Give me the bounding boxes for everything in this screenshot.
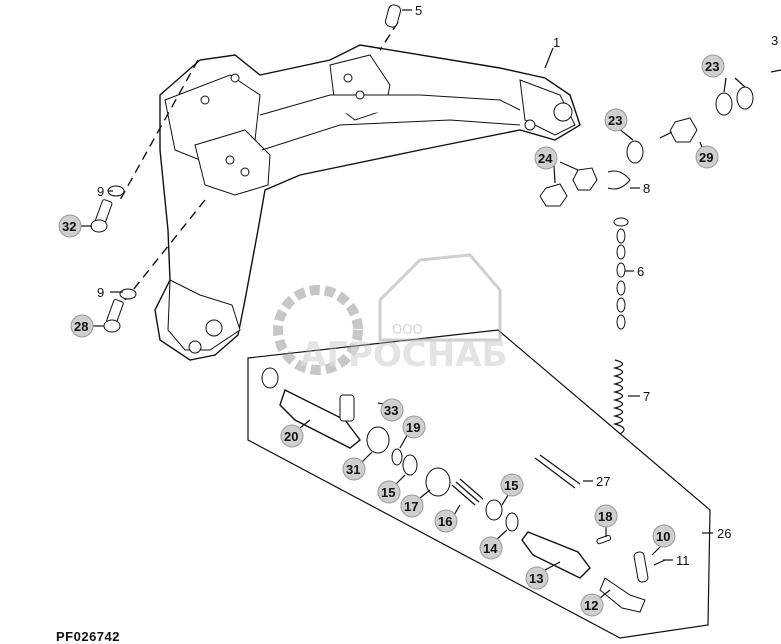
callout-19: 19 bbox=[406, 420, 420, 435]
badge-31 bbox=[342, 457, 366, 481]
badge-17 bbox=[400, 494, 424, 518]
cylinder-parts bbox=[261, 367, 666, 613]
callout-9a: 9 bbox=[97, 184, 104, 199]
chain-part-6 bbox=[613, 217, 629, 330]
callout-5: 5 bbox=[415, 3, 422, 18]
callout-10: 10 bbox=[656, 529, 670, 544]
badge-23b bbox=[604, 108, 628, 132]
watermark-prefix: ООО bbox=[392, 323, 423, 338]
badge-32 bbox=[58, 214, 82, 238]
badge-10 bbox=[652, 524, 676, 548]
badge-24 bbox=[534, 146, 558, 170]
badge-15b bbox=[500, 473, 524, 497]
callout-9b: 9 bbox=[97, 285, 104, 300]
callout-20: 20 bbox=[284, 429, 298, 444]
callouts: 1 3 5 6 7 8 9 9 11 26 27 32 28 23 23 24 … bbox=[58, 3, 778, 617]
callout-3: 3 bbox=[771, 33, 778, 48]
callout-27: 27 bbox=[596, 474, 610, 489]
callout-32: 32 bbox=[62, 219, 76, 234]
badge-19 bbox=[402, 415, 426, 439]
callout-6: 6 bbox=[637, 264, 644, 279]
callout-13: 13 bbox=[529, 571, 543, 586]
callout-31: 31 bbox=[346, 462, 360, 477]
figure-id-label: PF026742 bbox=[56, 629, 120, 644]
callout-26: 26 bbox=[717, 526, 731, 541]
badge-23a bbox=[701, 54, 725, 78]
badge-18 bbox=[594, 504, 618, 528]
badge-16 bbox=[434, 509, 458, 533]
callout-16: 16 bbox=[438, 514, 452, 529]
badge-13 bbox=[525, 566, 549, 590]
badge-14 bbox=[479, 536, 503, 560]
callout-8: 8 bbox=[643, 181, 650, 196]
badge-28 bbox=[70, 314, 94, 338]
badge-15a bbox=[377, 480, 401, 504]
callout-18: 18 bbox=[598, 509, 612, 524]
badge-12 bbox=[580, 593, 604, 617]
badge-20 bbox=[280, 424, 304, 448]
callout-23b: 23 bbox=[608, 113, 622, 128]
pin-part-5 bbox=[384, 4, 402, 28]
callout-33: 33 bbox=[384, 403, 398, 418]
badge-29 bbox=[695, 145, 719, 169]
callout-12: 12 bbox=[584, 598, 598, 613]
callout-15b: 15 bbox=[504, 478, 518, 493]
watermark-brand: АГРОСНАБ bbox=[300, 335, 507, 375]
left-hardware bbox=[90, 185, 137, 333]
callout-11: 11 bbox=[676, 553, 690, 568]
callout-14: 14 bbox=[483, 541, 498, 556]
callout-17: 17 bbox=[404, 499, 418, 514]
watermark: ООО АГРОСНАБ bbox=[273, 253, 507, 375]
spring-part-7 bbox=[612, 359, 625, 435]
main-frame-drawing bbox=[154, 44, 581, 361]
callout-29: 29 bbox=[699, 150, 713, 165]
callout-24: 24 bbox=[538, 151, 553, 166]
callout-28: 28 bbox=[74, 319, 88, 334]
callout-23a: 23 bbox=[705, 59, 719, 74]
callout-7: 7 bbox=[643, 389, 650, 404]
right-hardware bbox=[539, 69, 781, 435]
cylinder-kit-outline bbox=[247, 329, 711, 639]
badge-33 bbox=[380, 398, 404, 422]
callout-1: 1 bbox=[553, 35, 560, 50]
callout-15a: 15 bbox=[381, 485, 395, 500]
